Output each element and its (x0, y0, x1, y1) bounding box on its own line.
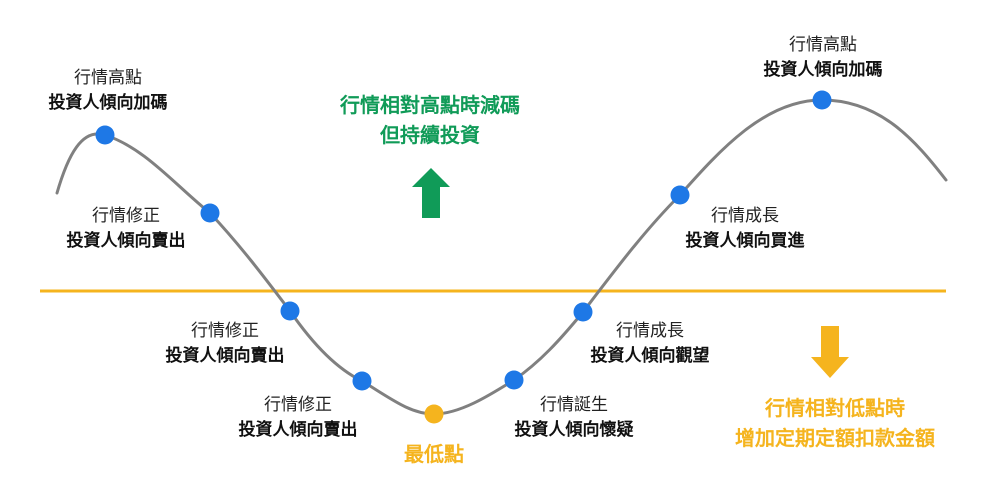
label-correction-3: 行情修正 投資人傾向賣出 (208, 393, 388, 443)
callout-high-line2: 但持續投資 (380, 123, 480, 147)
label-correction-2: 行情修正 投資人傾向賣出 (135, 319, 315, 369)
callout-low-line1: 行情相對低點時 (765, 396, 905, 420)
label-lowest: 最低點 (404, 442, 464, 466)
label-correction-2-line2: 投資人傾向賣出 (165, 346, 285, 366)
label-birth-line2: 投資人傾向懷疑 (514, 420, 634, 440)
callout-high: 行情相對高點時減碼 但持續投資 (290, 90, 570, 150)
callout-low: 行情相對低點時 增加定期定額扣款金額 (690, 393, 980, 453)
point-growth-watch (573, 302, 593, 322)
label-correction-1-line1: 行情修正 (92, 206, 160, 226)
label-correction-3-line1: 行情修正 (264, 395, 332, 415)
down-arrow-icon (811, 326, 849, 378)
point-growth-buy (670, 185, 690, 205)
label-peak-left: 行情高點 投資人傾向加碼 (18, 66, 198, 116)
label-growth-watch-line2: 投資人傾向觀望 (590, 346, 710, 366)
cycle-curve (55, 98, 948, 416)
label-correction-1-line2: 投資人傾向賣出 (66, 231, 186, 251)
point-lowest (424, 404, 444, 424)
label-growth-watch-line1: 行情成長 (616, 321, 684, 341)
label-peak-right-line2: 投資人傾向加碼 (763, 60, 883, 80)
callout-high-line1: 行情相對高點時減碼 (340, 93, 520, 117)
label-growth-buy: 行情成長 投資人傾向買進 (655, 204, 835, 254)
label-correction-2-line1: 行情修正 (191, 321, 259, 341)
point-correction-3 (352, 371, 372, 391)
label-growth-buy-line2: 投資人傾向買進 (685, 231, 805, 251)
point-peak-left (95, 125, 115, 145)
label-birth-line1: 行情誕生 (540, 395, 608, 415)
point-peak-right (812, 90, 832, 110)
label-birth: 行情誕生 投資人傾向懷疑 (484, 393, 664, 443)
label-growth-watch: 行情成長 投資人傾向觀望 (560, 319, 740, 369)
label-peak-right: 行情高點 投資人傾向加碼 (733, 33, 913, 83)
point-birth (504, 370, 524, 390)
point-correction-1 (200, 203, 220, 223)
up-arrow-icon (412, 168, 450, 218)
label-peak-left-line2: 投資人傾向加碼 (48, 93, 168, 113)
callout-low-line2: 增加定期定額扣款金額 (735, 426, 935, 450)
point-correction-2 (280, 301, 300, 321)
label-growth-buy-line1: 行情成長 (711, 206, 779, 226)
label-correction-3-line2: 投資人傾向賣出 (238, 420, 358, 440)
label-correction-1: 行情修正 投資人傾向賣出 (36, 204, 216, 254)
label-peak-left-line1: 行情高點 (74, 68, 142, 88)
label-peak-right-line1: 行情高點 (789, 35, 857, 55)
